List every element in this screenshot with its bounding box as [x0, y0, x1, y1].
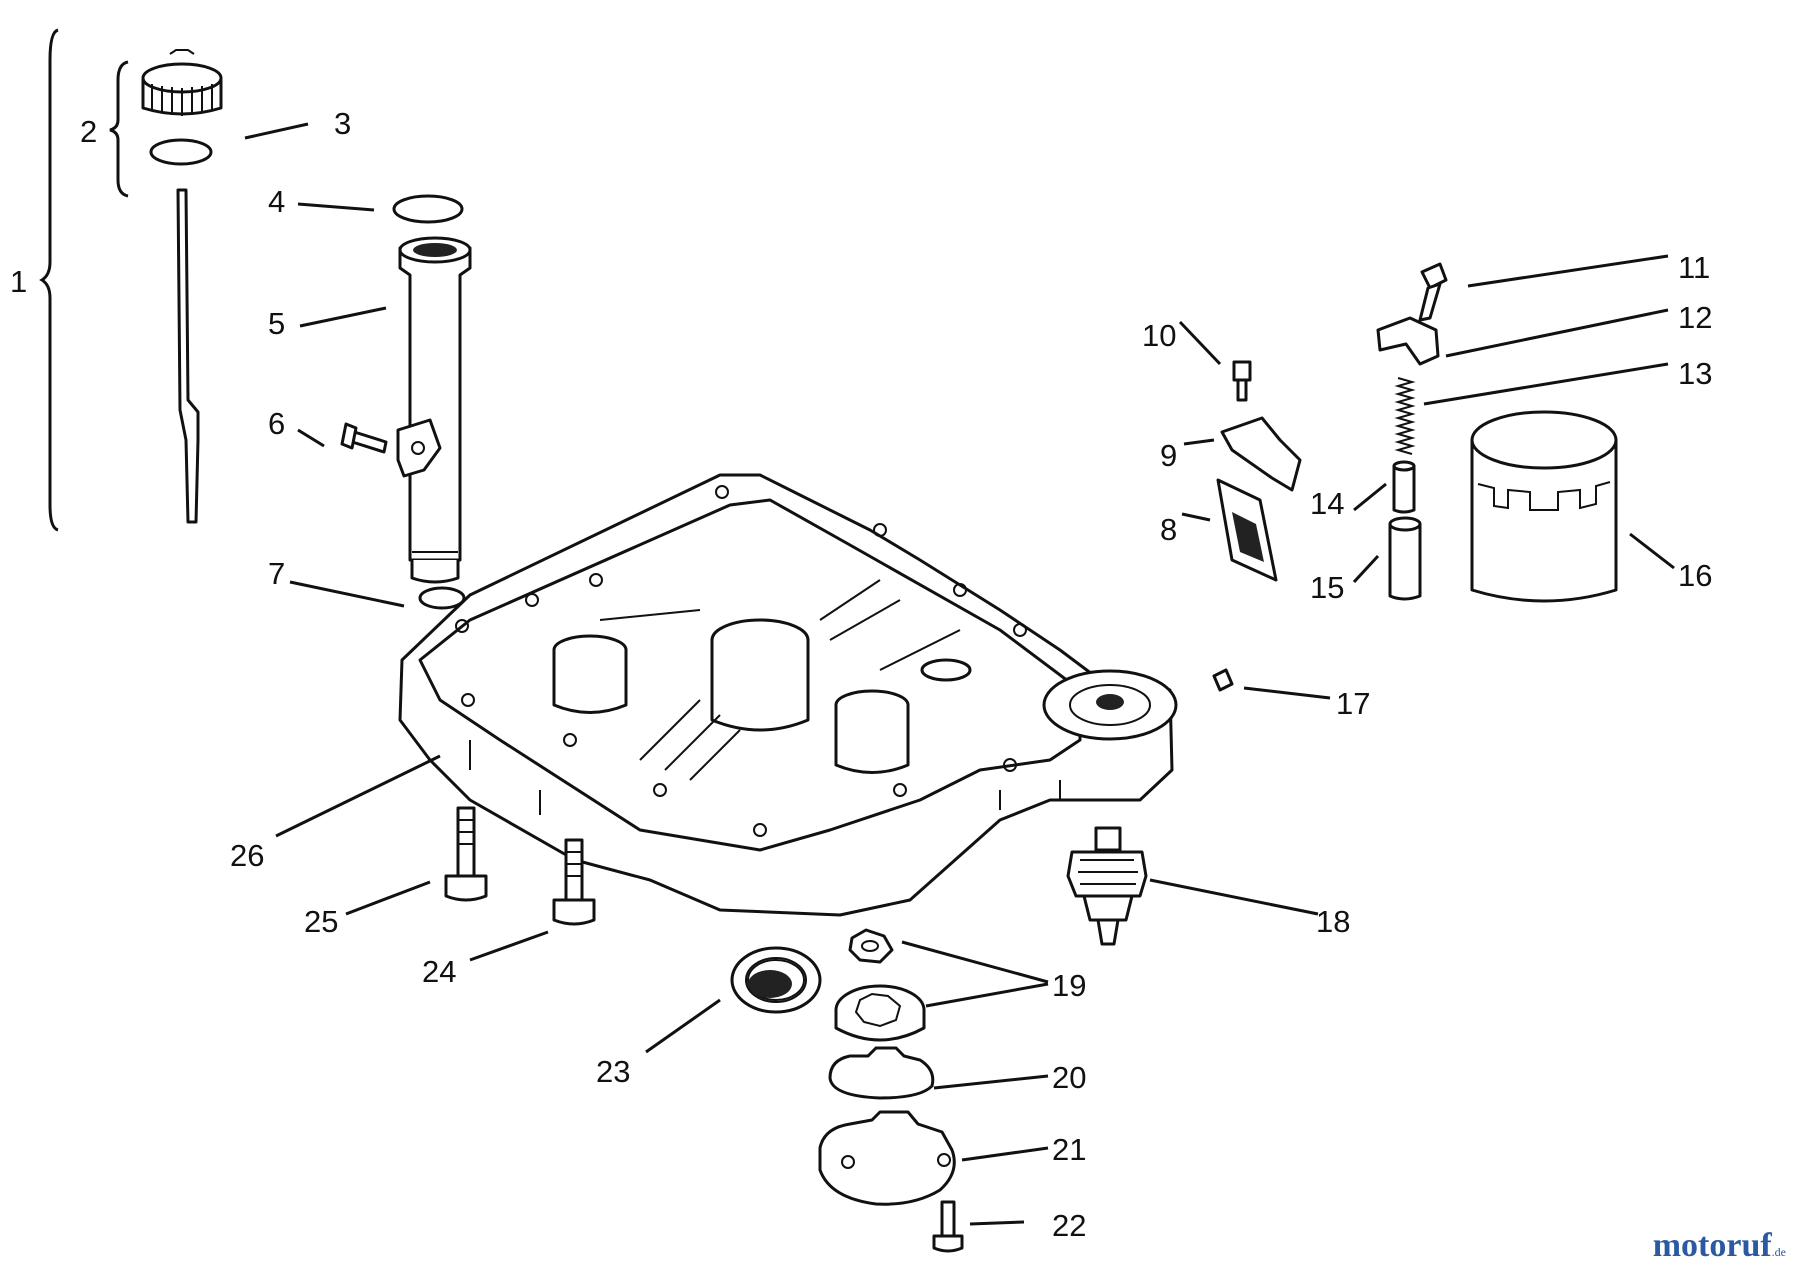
bracket-assembly-2	[109, 60, 129, 198]
oil-filter	[1470, 410, 1618, 603]
callout-6: 6	[268, 406, 285, 441]
callout-25: 25	[304, 904, 338, 939]
baffle-plate	[1220, 416, 1302, 492]
bracket-assembly-1	[39, 28, 59, 532]
callout-26: 26	[230, 838, 264, 873]
bracket-bolt	[1418, 262, 1448, 322]
callout-10: 10	[1142, 318, 1176, 353]
callout-19: 19	[1052, 968, 1086, 1003]
callout-8: 8	[1160, 512, 1177, 547]
callout-13: 13	[1678, 356, 1712, 391]
callout-7: 7	[268, 556, 285, 591]
callout-20: 20	[1052, 1060, 1086, 1095]
dipstick	[176, 188, 200, 524]
callout-3: 3	[334, 106, 351, 141]
callout-24: 24	[422, 954, 456, 989]
pan-bolt-long	[444, 806, 488, 902]
breather-filter	[1216, 478, 1278, 582]
callout-14: 14	[1310, 486, 1344, 521]
callout-15: 15	[1310, 570, 1344, 605]
relief-valve-piston	[1392, 460, 1416, 514]
callout-9: 9	[1160, 438, 1177, 473]
relief-valve-spring	[1394, 377, 1416, 455]
callout-17: 17	[1336, 686, 1370, 721]
pan-bolt-short	[552, 838, 596, 926]
pump-cover-screw	[932, 1200, 964, 1253]
relief-valve-bracket	[1376, 316, 1440, 366]
callout-23: 23	[596, 1054, 630, 1089]
dipstick-cap	[141, 49, 223, 116]
dipstick-tube	[398, 236, 472, 584]
callout-5: 5	[268, 306, 285, 341]
watermark-text: motoruf	[1652, 1227, 1772, 1264]
callout-11: 11	[1678, 250, 1710, 285]
oil-pump-gerotor	[834, 928, 926, 1042]
watermark-logo: motoruf.de	[1653, 1227, 1786, 1265]
callout-4: 4	[268, 184, 285, 219]
tube-bracket-bolt	[340, 418, 442, 478]
oil-pump-cover	[818, 1110, 956, 1206]
oil-seal	[730, 946, 822, 1014]
watermark-tld: .de	[1771, 1245, 1786, 1259]
callout-12: 12	[1678, 300, 1712, 335]
dipstick-o-ring	[149, 138, 213, 166]
tube-base-o-ring	[418, 586, 466, 610]
leader-lines	[244, 122, 1675, 1226]
callout-16: 16	[1678, 558, 1712, 593]
pump-cover-gasket	[828, 1046, 935, 1100]
callout-18: 18	[1316, 904, 1350, 939]
callout-2: 2	[80, 114, 97, 149]
baffle-bolt	[1232, 360, 1252, 402]
callout-1: 1	[10, 264, 27, 299]
callout-21: 21	[1052, 1132, 1086, 1167]
relief-valve-sleeve	[1388, 516, 1422, 601]
pipe-plug	[1212, 668, 1234, 692]
oil-pressure-sender	[1066, 826, 1148, 946]
oil-pan	[398, 473, 1178, 917]
callout-22: 22	[1052, 1208, 1086, 1243]
tube-o-ring	[392, 194, 464, 224]
